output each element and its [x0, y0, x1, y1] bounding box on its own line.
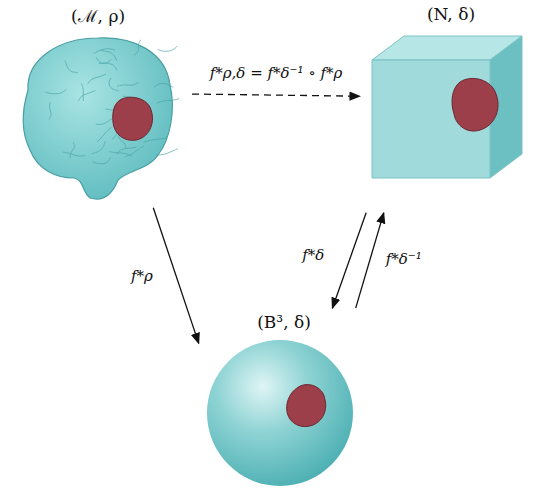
- cube-volume: (N, δ): [364, 4, 538, 209]
- tumor-region: [452, 78, 498, 131]
- brain-volume-outline: [8, 30, 180, 204]
- mapping-label: f*δ⁻¹: [384, 250, 424, 268]
- dashed-mapping-arrow: [192, 94, 360, 96]
- brain-volume: (ℳ, ρ): [8, 4, 188, 204]
- space-label: (ℳ, ρ): [8, 4, 188, 27]
- ball-volume-outline: [200, 338, 360, 488]
- mapping-label: f*δ: [300, 246, 326, 264]
- unit-ball: [207, 340, 353, 486]
- tumor-region: [113, 97, 153, 140]
- mapping-arrow: [153, 208, 198, 344]
- mapping-arrow: [332, 213, 366, 308]
- cube-volume-outline: [364, 30, 530, 209]
- mapping-arrow: [356, 213, 384, 308]
- ball-volume: (B³, δ): [200, 312, 368, 488]
- mapping-label: f*ρ: [129, 267, 155, 285]
- space-label: (N, δ): [364, 4, 538, 24]
- space-label: (B³, δ): [200, 312, 368, 332]
- mapping-label: f*ρ,δ = f*δ⁻¹ ∘ f*ρ: [208, 64, 345, 82]
- brain-surface: [23, 38, 172, 199]
- tumor-region: [287, 385, 326, 427]
